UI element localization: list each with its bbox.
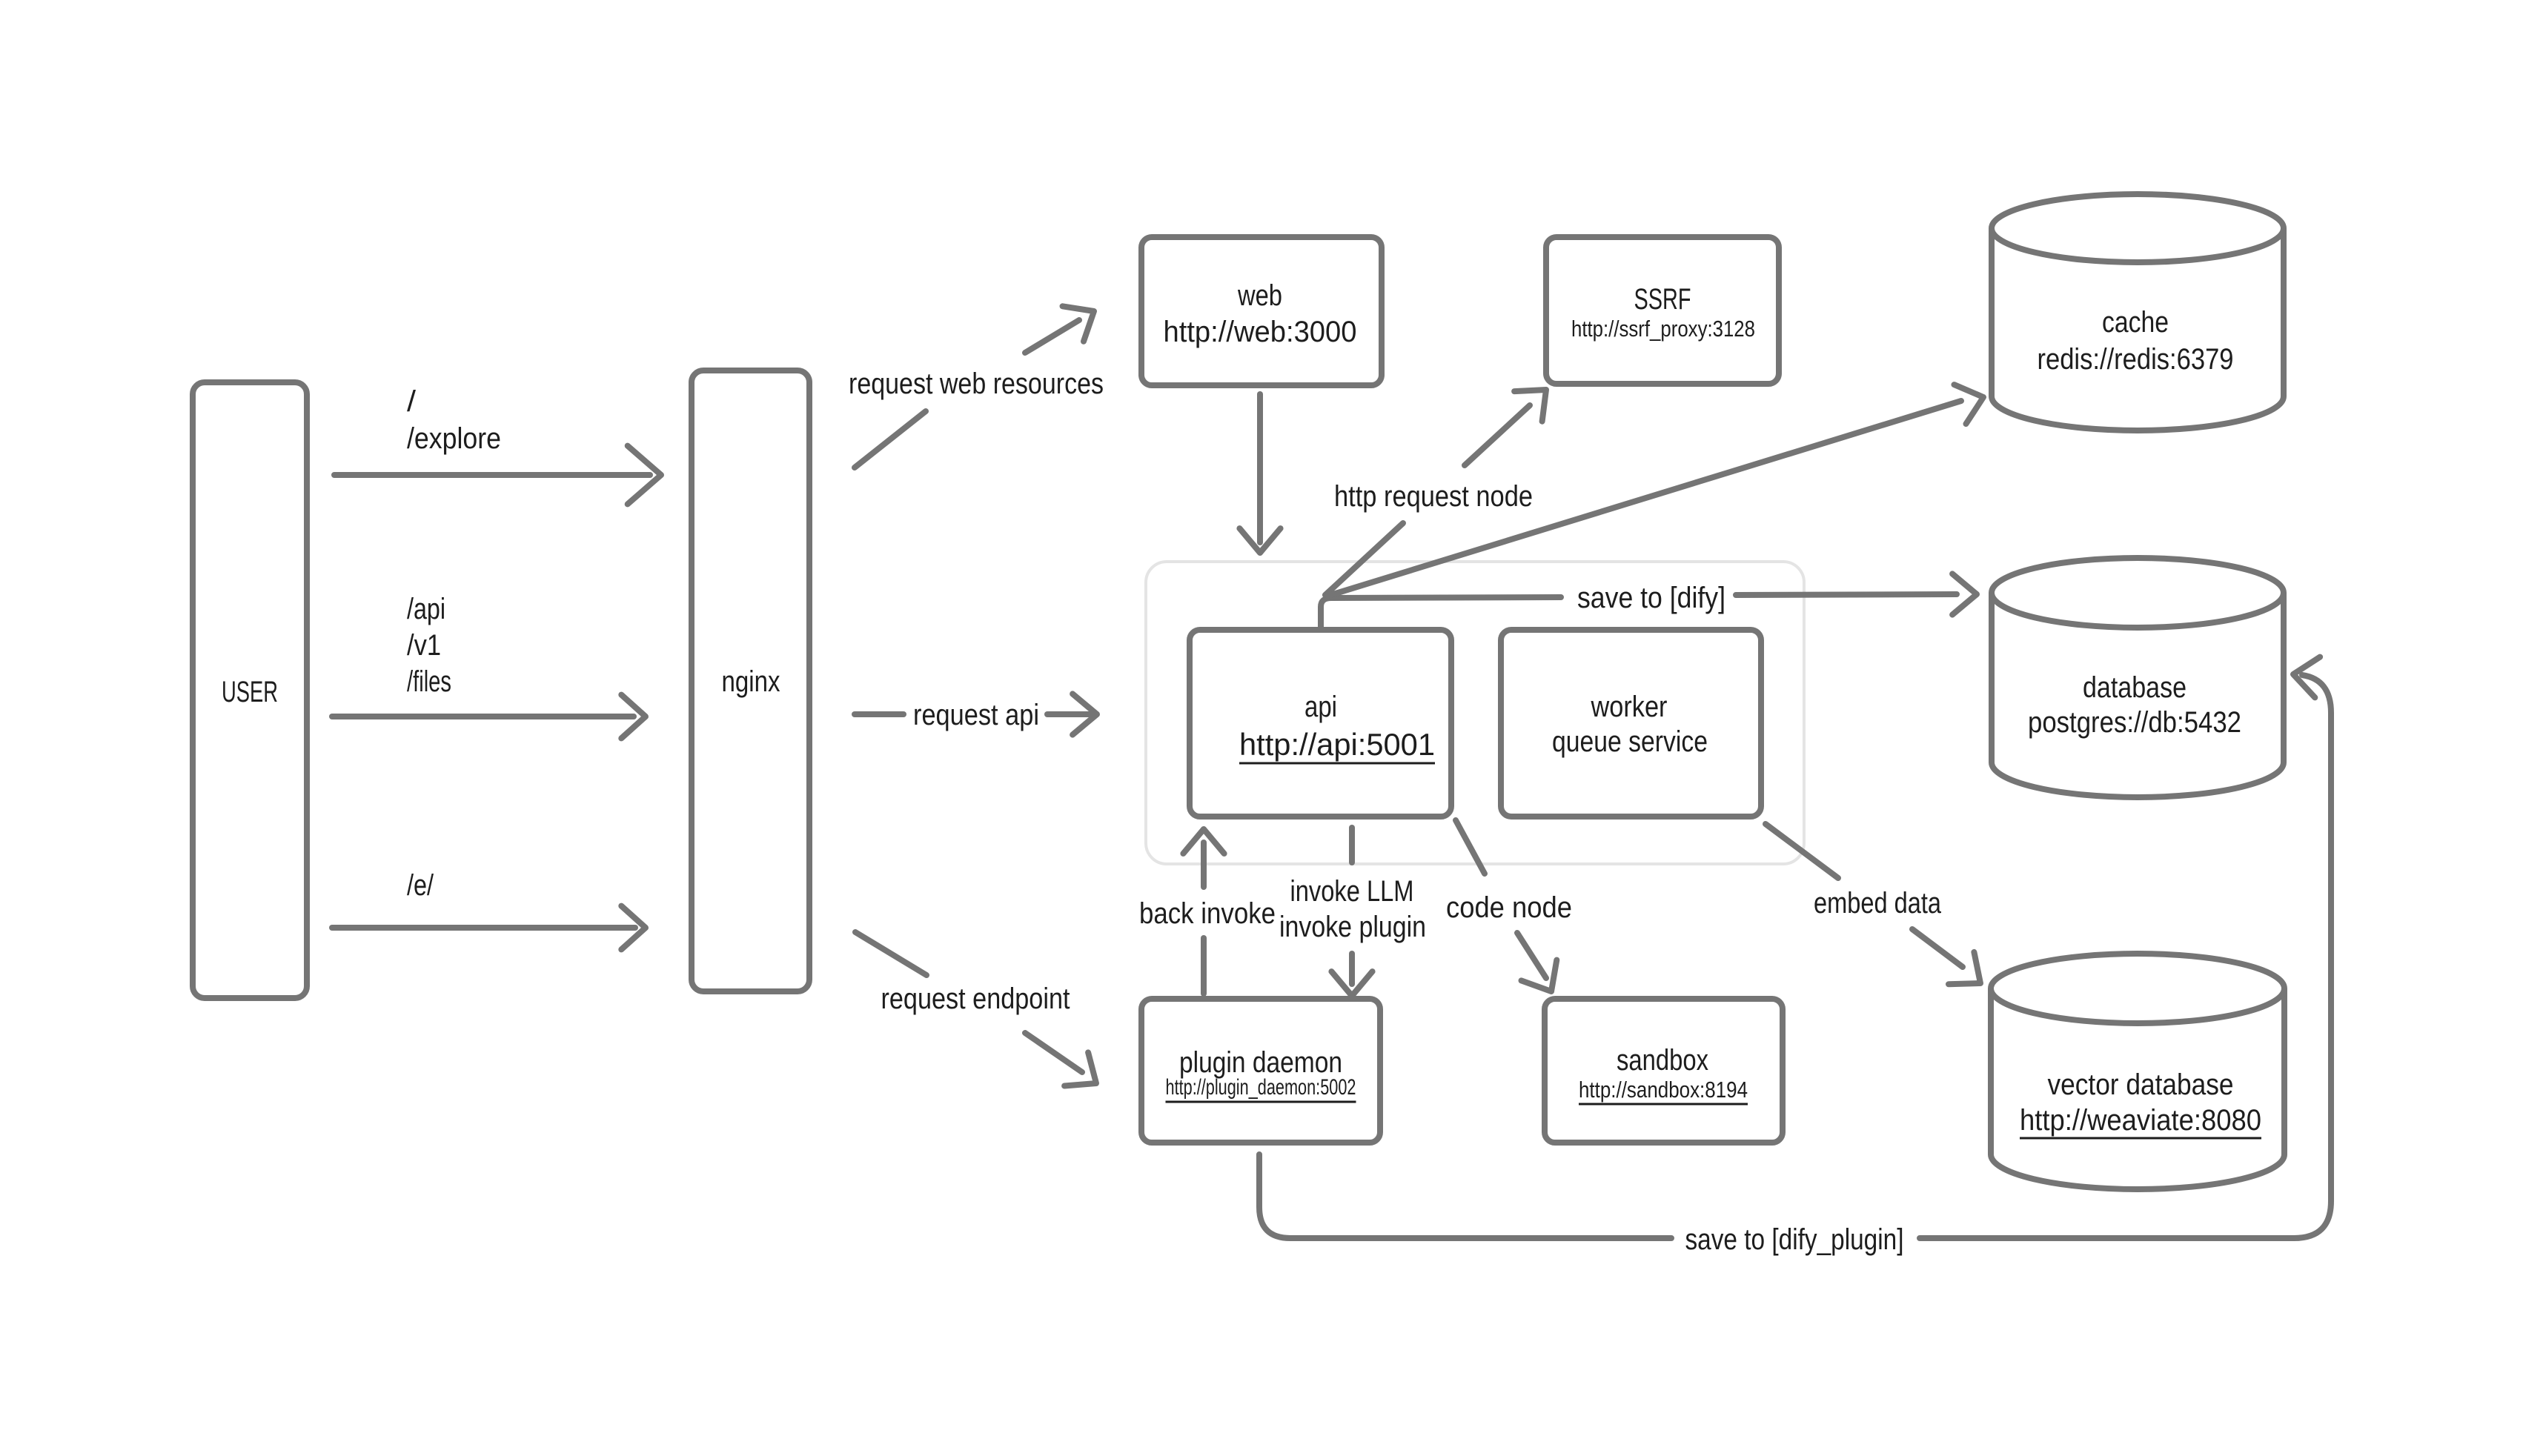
svg-text:http://api:5001: http://api:5001: [1239, 727, 1435, 762]
svg-text:redis://redis:6379: redis://redis:6379: [2038, 343, 2234, 376]
svg-text:http://plugin_daemon:5002: http://plugin_daemon:5002: [1166, 1075, 1356, 1100]
svg-text:/explore: /explore: [407, 422, 501, 455]
svg-text:USER: USER: [222, 676, 278, 708]
svg-text:embed data: embed data: [1814, 887, 1942, 920]
svg-text:save to [dify_plugin]: save to [dify_plugin]: [1685, 1223, 1904, 1256]
svg-text:/api: /api: [407, 593, 445, 625]
svg-text:http://web:3000: http://web:3000: [1164, 316, 1357, 348]
svg-text:request endpoint: request endpoint: [881, 983, 1070, 1015]
svg-text:save to [dify]: save to [dify]: [1577, 582, 1725, 614]
svg-text:http://sandbox:8194: http://sandbox:8194: [1579, 1077, 1748, 1103]
svg-text:cache: cache: [2102, 306, 2169, 339]
svg-text:code node: code node: [1446, 891, 1572, 924]
svg-text:/files: /files: [407, 665, 451, 698]
svg-text:http request node: http request node: [1334, 480, 1533, 513]
svg-text:/e/: /e/: [407, 869, 434, 902]
svg-text:SSRF: SSRF: [1634, 283, 1691, 316]
svg-text:/: /: [407, 385, 417, 418]
svg-text:invoke plugin: invoke plugin: [1279, 911, 1426, 943]
svg-text:web: web: [1237, 279, 1282, 312]
svg-text:queue service: queue service: [1552, 725, 1708, 758]
svg-text:nginx: nginx: [722, 665, 780, 698]
svg-text:invoke LLM: invoke LLM: [1290, 875, 1414, 908]
svg-text:worker: worker: [1591, 691, 1668, 723]
svg-text:api: api: [1304, 691, 1337, 723]
svg-text:/v1: /v1: [407, 629, 441, 662]
svg-text:database: database: [2083, 671, 2187, 704]
svg-text:request web resources: request web resources: [849, 368, 1104, 400]
svg-text:http://ssrf_proxy:3128: http://ssrf_proxy:3128: [1571, 316, 1755, 342]
svg-text:request api: request api: [913, 699, 1039, 731]
svg-text:plugin daemon: plugin daemon: [1179, 1046, 1342, 1079]
svg-text:vector database: vector database: [2048, 1068, 2234, 1101]
svg-text:postgres://db:5432: postgres://db:5432: [2028, 706, 2241, 739]
svg-text:back invoke: back invoke: [1139, 897, 1276, 930]
svg-text:sandbox: sandbox: [1617, 1044, 1708, 1077]
svg-text:http://weaviate:8080: http://weaviate:8080: [2020, 1104, 2261, 1137]
